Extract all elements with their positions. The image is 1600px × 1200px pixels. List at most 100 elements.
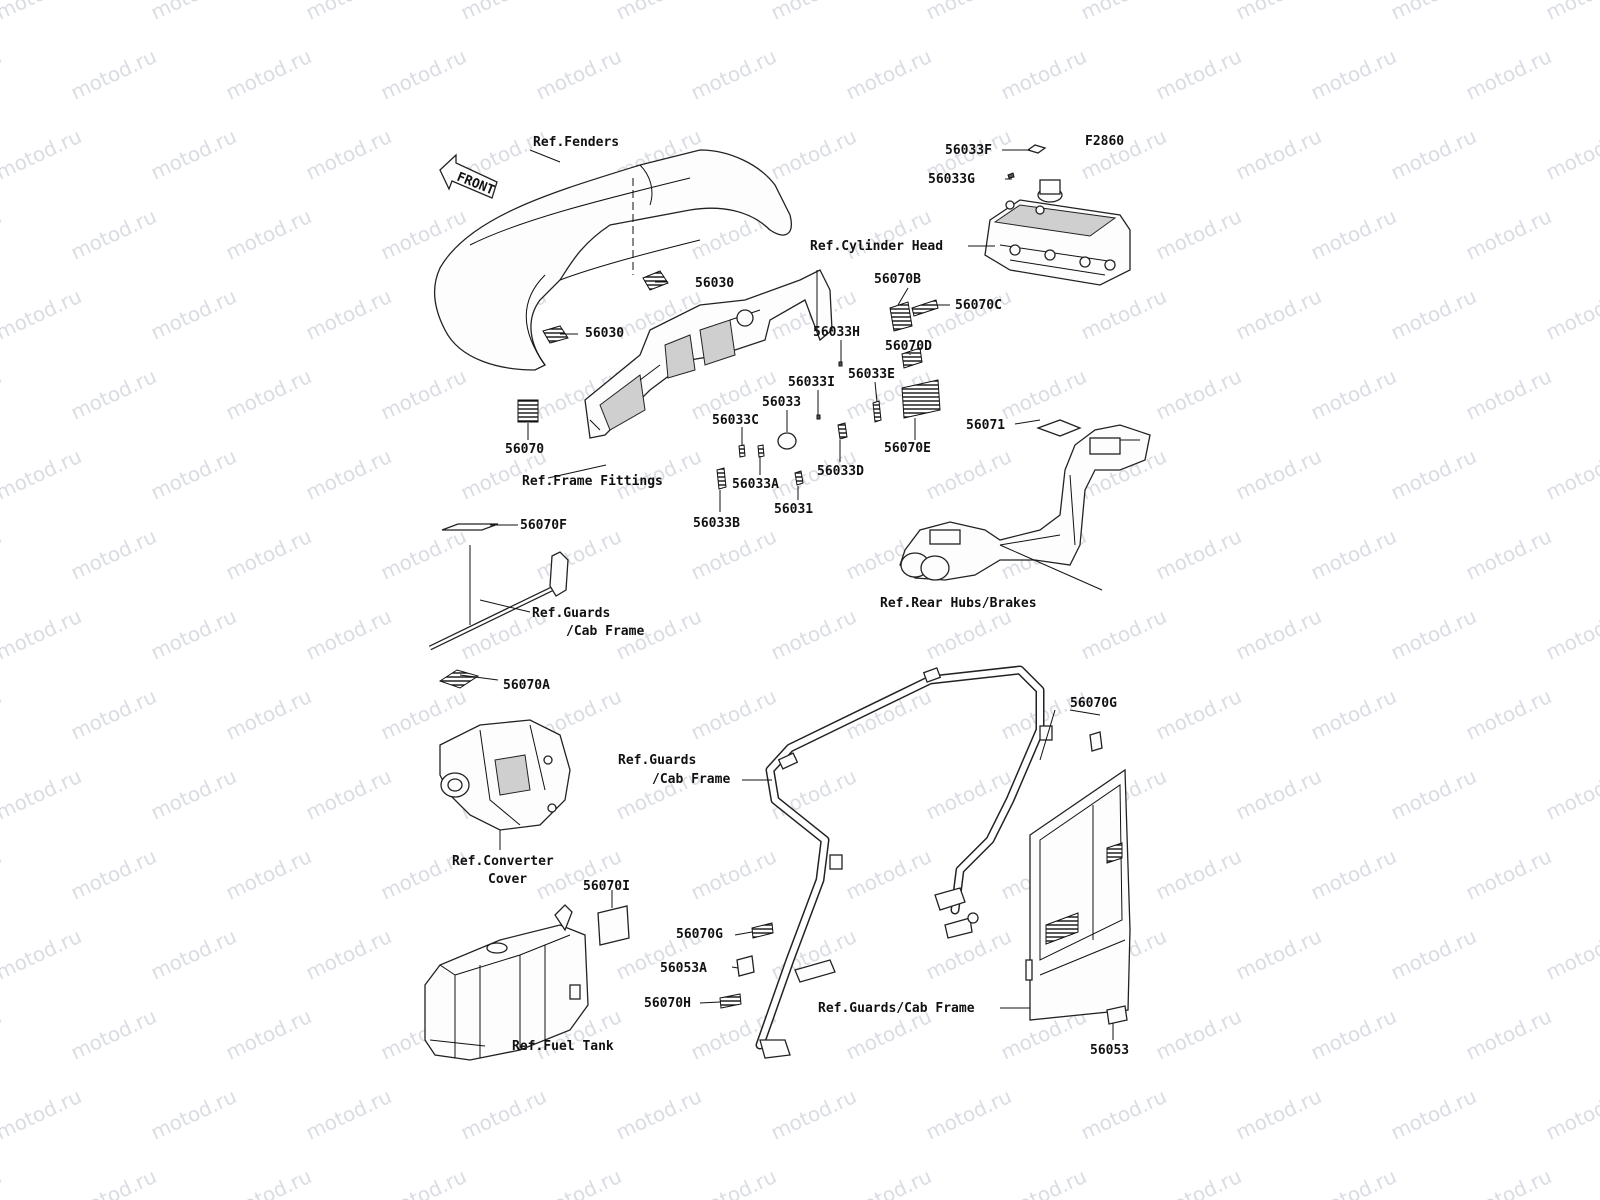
- part-label: 56031: [774, 502, 813, 517]
- watermark-text: motod.ru: [1542, 444, 1600, 505]
- part-label: 56070C: [955, 298, 1002, 313]
- ref-label-guards-cab-frame: Ref.Guards/Cab Frame: [818, 1001, 975, 1016]
- watermark-text: motod.ru: [222, 844, 315, 905]
- watermark-text: motod.ru: [0, 364, 5, 425]
- watermark-text: motod.ru: [922, 1084, 1015, 1145]
- ref-label-guards: Ref.Guards: [618, 753, 696, 768]
- ref-label-fenders: Ref.Fenders: [533, 135, 619, 150]
- watermark-text: motod.ru: [1232, 0, 1325, 25]
- watermark-text: motod.ru: [147, 0, 240, 25]
- watermark-text: motod.ru: [767, 604, 860, 665]
- watermark-text: motod.ru: [1462, 364, 1555, 425]
- watermark-text: motod.ru: [1462, 204, 1555, 265]
- watermark-text: motod.ru: [1152, 44, 1245, 105]
- ref-label-rear-hubs-brakes: Ref.Rear Hubs/Brakes: [880, 596, 1037, 611]
- watermark-text: motod.ru: [302, 1084, 395, 1145]
- watermark-text: motod.ru: [1542, 284, 1600, 345]
- part-label: 56070E: [884, 441, 931, 456]
- watermark-text: motod.ru: [1542, 0, 1600, 25]
- ref-label-cab-frame: /Cab Frame: [566, 624, 644, 639]
- ref-label-cab-frame: /Cab Frame: [652, 772, 730, 787]
- watermark-text: motod.ru: [1307, 44, 1400, 105]
- watermark-text: motod.ru: [0, 684, 5, 745]
- watermark-text: motod.ru: [1232, 444, 1325, 505]
- watermark-text: motod.ru: [612, 0, 705, 25]
- watermark-text: motod.ru: [67, 524, 160, 585]
- watermark-text: motod.ru: [997, 1164, 1090, 1200]
- watermark-text: motod.ru: [1077, 0, 1170, 25]
- watermark-text: motod.ru: [67, 1164, 160, 1200]
- watermark-text: motod.ru: [67, 44, 160, 105]
- watermark-text: motod.ru: [1307, 684, 1400, 745]
- part-label: 56033F: [945, 143, 992, 158]
- part-label: 56033B: [693, 516, 740, 531]
- watermark-text: motod.ru: [1152, 684, 1245, 745]
- watermark-text: motod.ru: [0, 1084, 85, 1145]
- watermark-text: motod.ru: [687, 1164, 780, 1200]
- watermark-text: motod.ru: [767, 764, 860, 825]
- watermark-text: motod.ru: [67, 364, 160, 425]
- watermark-text: motod.ru: [0, 604, 85, 665]
- watermark-text: motod.ru: [147, 124, 240, 185]
- part-label: 56070B: [874, 272, 921, 287]
- watermark-text: motod.ru: [1077, 604, 1170, 665]
- watermark-text: motod.ru: [222, 1164, 315, 1200]
- watermark-text: motod.ru: [1542, 604, 1600, 665]
- ref-label-cylinder-head: Ref.Cylinder Head: [810, 239, 943, 254]
- watermark-text: motod.ru: [0, 924, 85, 985]
- watermark-text: motod.ru: [1387, 604, 1480, 665]
- watermark-text: motod.ru: [1307, 204, 1400, 265]
- watermark-text: motod.ru: [0, 444, 85, 505]
- watermark-text: motod.ru: [0, 284, 85, 345]
- rear-hub-swingarm: [899, 419, 1151, 581]
- watermark-text: motod.ru: [0, 1164, 5, 1200]
- watermark-text: motod.ru: [147, 604, 240, 665]
- watermark-text: motod.ru: [1152, 364, 1245, 425]
- watermark-text: motod.ru: [377, 684, 470, 745]
- watermark-text: motod.ru: [1542, 124, 1600, 185]
- watermark-text: motod.ru: [1387, 444, 1480, 505]
- watermark-text: motod.ru: [1152, 1004, 1245, 1065]
- part-label: 56070A: [503, 678, 550, 693]
- part-label: 56030: [585, 326, 624, 341]
- part-label: 56033H: [813, 325, 860, 340]
- part-label: 56070F: [520, 518, 567, 533]
- watermark-text: motod.ru: [1232, 764, 1325, 825]
- part-label: 56030: [695, 276, 734, 291]
- watermark-text: motod.ru: [1307, 524, 1400, 585]
- watermark-text: motod.ru: [147, 284, 240, 345]
- watermark-text: motod.ru: [67, 684, 160, 745]
- watermark-text: motod.ru: [1387, 124, 1480, 185]
- watermark-text: motod.ru: [842, 1164, 935, 1200]
- part-label: 56033A: [732, 477, 779, 492]
- watermark-text: motod.ru: [922, 444, 1015, 505]
- watermark-text: motod.ru: [147, 764, 240, 825]
- fender-assembly: [433, 149, 792, 371]
- watermark-text: motod.ru: [222, 204, 315, 265]
- watermark-text: motod.ru: [222, 1004, 315, 1065]
- watermark-text: motod.ru: [0, 1004, 5, 1065]
- watermark-text: motod.ru: [67, 844, 160, 905]
- figure-code: F2860: [1085, 134, 1124, 149]
- watermark-text: motod.ru: [1152, 524, 1245, 585]
- watermark-text: motod.ru: [687, 44, 780, 105]
- watermark-text: motod.ru: [997, 44, 1090, 105]
- watermark-text: motod.ru: [767, 1084, 860, 1145]
- watermark-text: motod.ru: [687, 844, 780, 905]
- watermark-text: motod.ru: [147, 924, 240, 985]
- guard-rod: [428, 545, 569, 651]
- watermark-text: motod.ru: [1542, 924, 1600, 985]
- watermark-text: motod.ru: [842, 204, 935, 265]
- watermark-text: motod.ru: [1077, 284, 1170, 345]
- watermark-text: motod.ru: [922, 604, 1015, 665]
- part-number-labels: F2860 56033F 56033G 56030 56030 56070B 5…: [503, 134, 1129, 1058]
- watermark-text: motod.ru: [1152, 1164, 1245, 1200]
- watermark-text: motod.ru: [1542, 1084, 1600, 1145]
- watermark-text: motod.ru: [222, 364, 315, 425]
- part-label: 56071: [966, 418, 1005, 433]
- watermark-text: motod.ru: [222, 524, 315, 585]
- watermark-text: motod.ru: [687, 524, 780, 585]
- ref-label-fuel-tank: Ref.Fuel Tank: [512, 1039, 614, 1054]
- watermark-text: motod.ru: [0, 0, 85, 25]
